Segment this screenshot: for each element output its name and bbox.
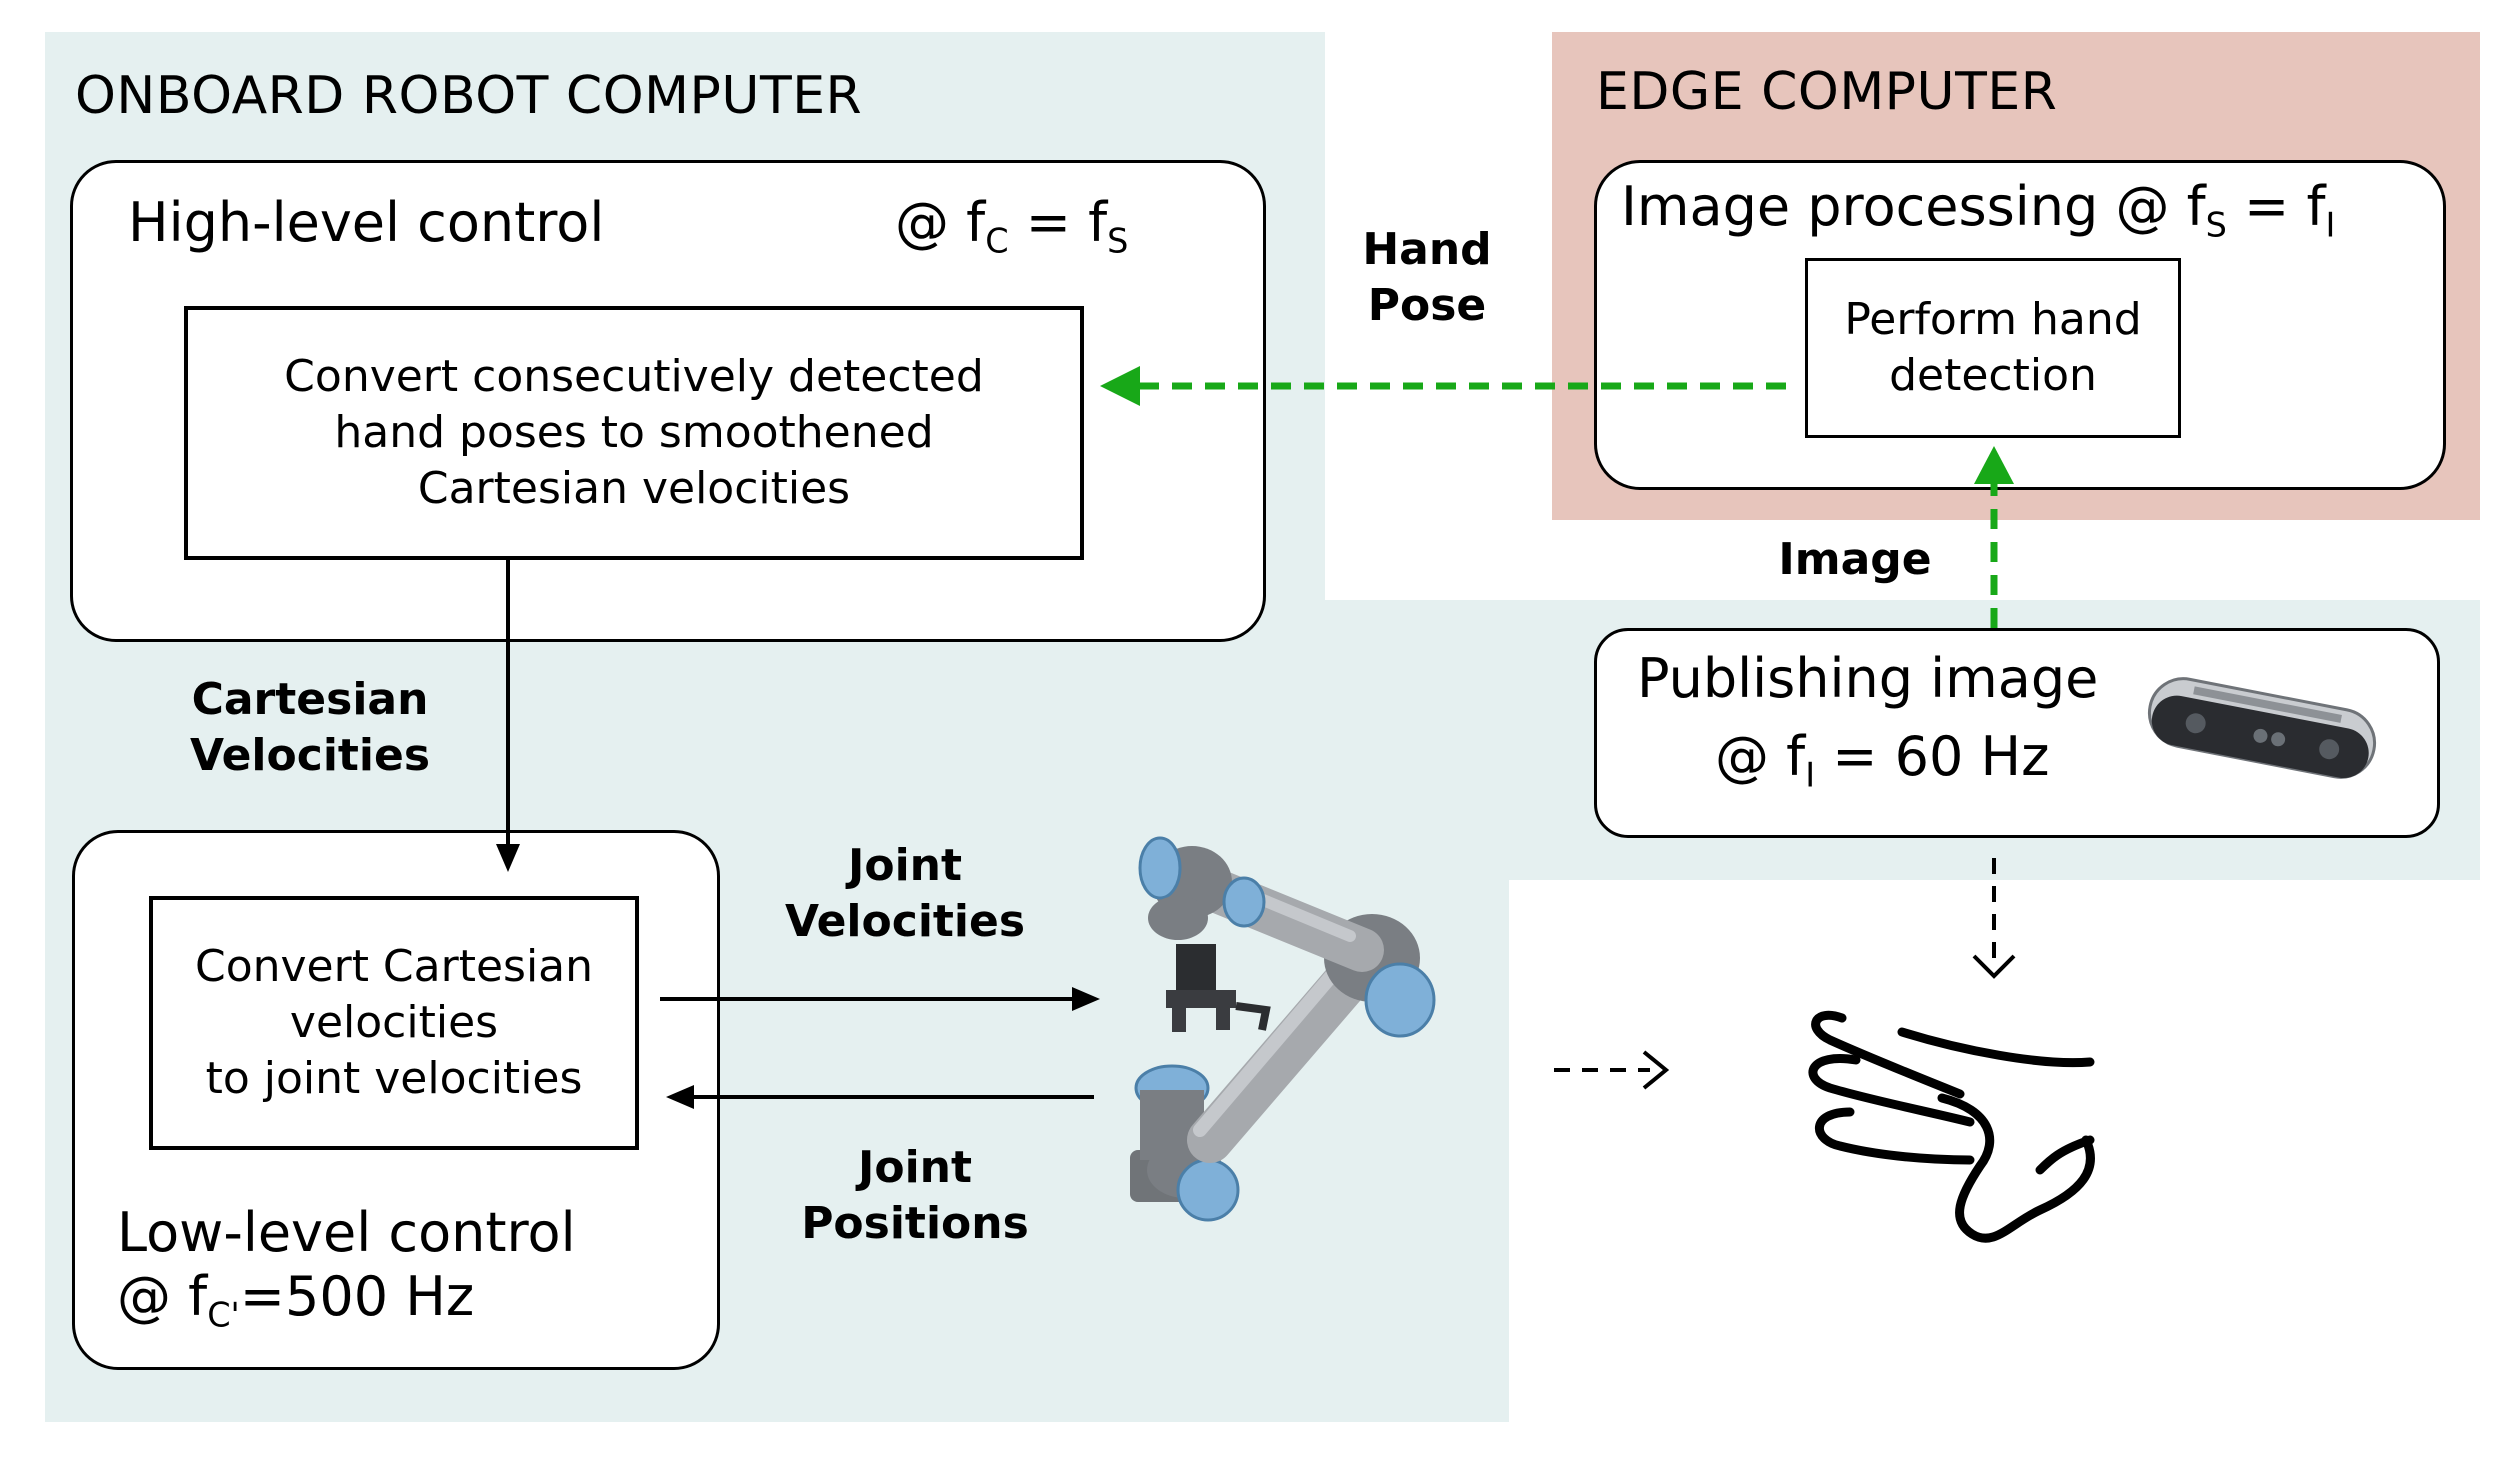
- low-level-frequency: @ fC'=500 Hz: [117, 1265, 475, 1335]
- image-arrow: [1974, 446, 2014, 628]
- image-processing-label: Image processing @ fS = fI: [1621, 175, 2336, 245]
- edge-title: EDGE COMPUTER: [1596, 62, 2058, 122]
- joint-positions-label: Joint Positions: [801, 1142, 1029, 1249]
- high-level-frequency: @ fC = fS: [895, 191, 1129, 261]
- convert-cartesian-box: Convert Cartesian velocities to joint ve…: [149, 896, 639, 1150]
- image-flow-label: Image: [1778, 534, 1932, 585]
- low-level-label: Low-level control: [117, 1201, 576, 1264]
- cartesian-velocities-label: Cartesian Velocities: [189, 674, 431, 781]
- depth-camera-icon: [2147, 677, 2377, 779]
- cartesian-velocities-arrow: [496, 560, 520, 872]
- hand-pose-label: Hand Pose: [1362, 224, 1492, 331]
- high-level-label: High-level control: [128, 191, 605, 254]
- convert-hand-poses-box: Convert consecutively detected hand pose…: [184, 306, 1084, 560]
- robot-to-hand-arrow: [1554, 1050, 1670, 1090]
- publishing-image-frequency: @ fI = 60 Hz: [1715, 725, 2050, 795]
- joint-positions-arrow: [666, 1085, 1094, 1109]
- joint-velocities-label: Joint Velocities: [784, 840, 1026, 947]
- onboard-title: ONBOARD ROBOT COMPUTER: [75, 66, 863, 126]
- hand-pose-arrow: [1100, 366, 1786, 406]
- robot-arm-icon: [1130, 836, 1436, 1222]
- hand-detection-box: Perform hand detection: [1805, 258, 2181, 438]
- hand-icon: [1808, 1010, 2095, 1243]
- camera-to-hand-arrow: [1972, 858, 2016, 979]
- joint-velocities-arrow: [660, 987, 1100, 1011]
- publishing-image-label: Publishing image: [1637, 647, 2099, 710]
